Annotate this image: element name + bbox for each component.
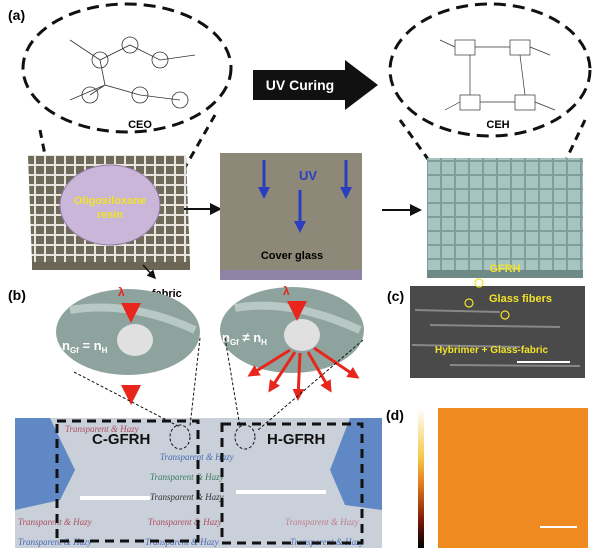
c-gfrh-zoom-circle [169,424,191,450]
panel-a-label: (a) [8,7,25,23]
svg-text:Transparent & Hazy: Transparent & Hazy [160,452,234,462]
c-gfrh-label: C-GFRH [92,431,150,448]
panel-d-label: (d) [386,407,404,423]
uv-label: UV [299,168,317,183]
svg-text:Transparent & Hazy: Transparent & Hazy [65,424,139,434]
h-gfrh-zoom-circle [234,424,256,450]
ceh-zoom-ellipse [388,2,592,138]
hybrimer-label: Hybrimer + Glass-fabric [435,345,549,356]
svg-text:Transparent & Hazy: Transparent & Hazy [285,517,359,527]
glass-fabric-pointer [142,264,157,280]
resin-label-line2: resin [97,209,124,221]
panel-b-label: (b) [8,287,26,303]
mismatched-index-disk: λ nGf ≠ nH [220,278,364,401]
scattered-light-arrows [247,346,360,401]
resin-droplet [59,164,161,246]
matched-index-disk: λ nGf = nH [56,278,200,405]
h-gfrh-label: H-GFRH [267,431,325,448]
h-gfrh-box [220,422,364,545]
height-colorbar [418,408,424,548]
svg-text:Transparent & Hazy: Transparent & Hazy [18,517,92,527]
cover-glass-label: Cover glass [261,250,323,262]
index-unequal-label: nGf ≠ nH [222,330,267,347]
svg-text:Transparent & Hazy: Transparent & Hazy [290,537,364,547]
svg-text:Transparent & Hazy: Transparent & Hazy [150,492,224,502]
afm-scale-bar [540,526,577,528]
gfrh-slab: GFRH [427,158,583,278]
afm-height-map [438,408,588,548]
sem-image: Glass fibers Hybrimer + Glass-fabric [410,278,585,378]
glass-fabric-slab: Oligosiloxane resin [28,155,190,270]
index-equal-label: nGf = nH [62,338,108,355]
resin-label-line1: Oligosiloxane [74,195,146,207]
uv-curing-label: UV Curing [266,77,334,93]
uv-curing-arrow: UV Curing [253,60,378,110]
fiber-markers [464,278,510,320]
ceh-label: CEH [486,119,509,131]
svg-text:Transparent & Hazy: Transparent & Hazy [150,472,224,482]
c-gfrh-box [55,419,200,543]
ceo-zoom-ellipse [21,2,233,134]
lambda-label-right: λ [283,284,290,298]
glove-right [330,418,382,510]
h-gfrh-film-edge [236,490,326,494]
svg-text:Transparent & Hazy: Transparent & Hazy [148,517,222,527]
glove-left [15,418,75,510]
cover-glass-slab: UV Cover glass [220,153,362,280]
svg-text:Transparent & Hazy: Transparent & Hazy [18,537,92,547]
glass-fibers-label: Glass fibers [489,293,552,305]
panel-c-label: (c) [387,288,404,304]
ceo-molecule-structure [69,36,196,109]
uv-arrows [258,160,352,233]
ceo-label: CEO [128,119,152,131]
ceh-network-structure [439,39,556,111]
sample-photo: Transparent & Hazy Transparent & Hazy Tr… [15,418,382,548]
sem-scale-bar [517,361,570,363]
lambda-label-left: λ [118,285,125,299]
gfrh-label: GFRH [489,263,520,275]
c-gfrh-film-edge [80,496,150,500]
